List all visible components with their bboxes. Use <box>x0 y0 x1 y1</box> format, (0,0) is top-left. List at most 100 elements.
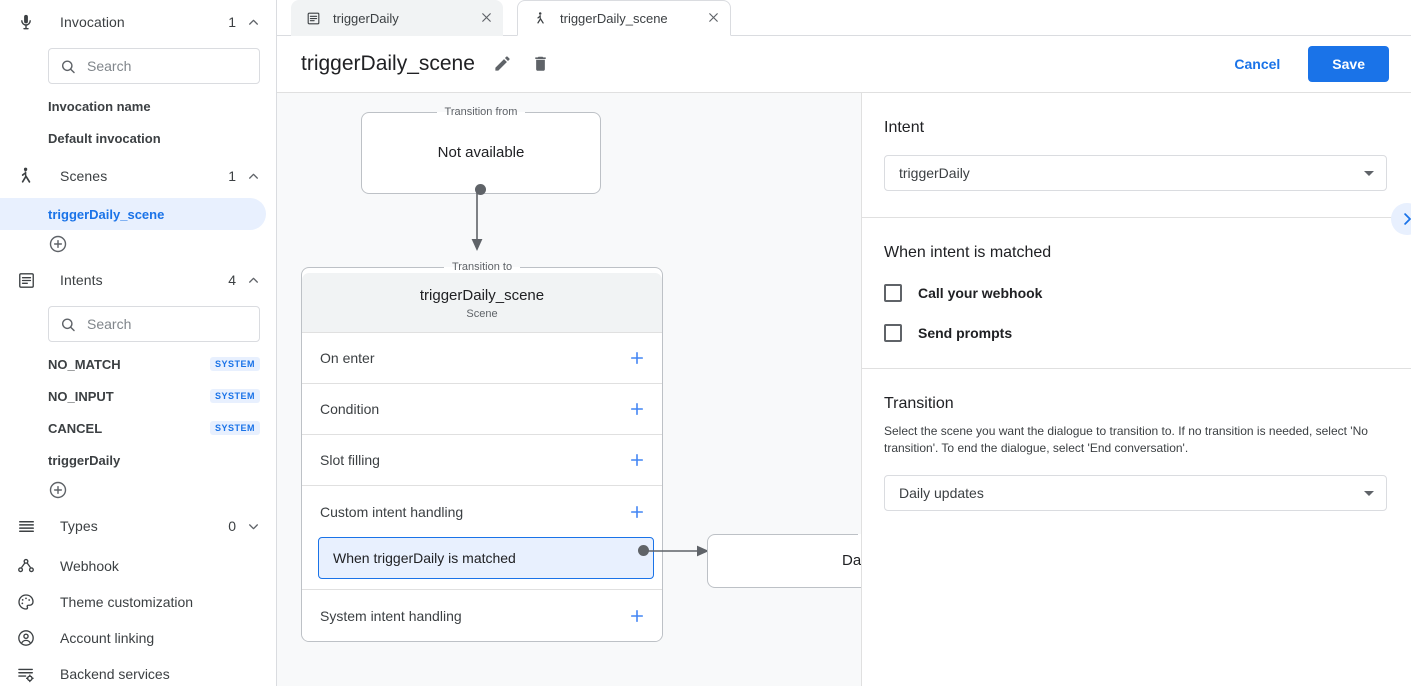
checkbox-send-prompts[interactable]: Send prompts <box>884 324 1387 342</box>
sidebar-group-invocation[interactable]: Invocation 1 <box>0 0 276 44</box>
plus-icon[interactable] <box>628 400 646 418</box>
tab-bar: triggerDaily triggerDaily_scene <box>277 0 1411 36</box>
chevron-up-icon <box>246 15 260 29</box>
sidebar-group-label: Invocation <box>60 14 125 30</box>
connector-dot-top <box>475 184 486 195</box>
sidebar-item-label: Backend services <box>60 666 170 682</box>
connector-arrow-down <box>471 189 483 251</box>
body-split: Transition from Not available Transition… <box>277 93 1411 686</box>
sidebar-group-scenes[interactable]: Scenes 1 <box>0 154 276 198</box>
scene-row-label: On enter <box>320 350 375 366</box>
plus-icon[interactable] <box>628 607 646 625</box>
transition-section: Transition Select the scene you want the… <box>862 369 1411 537</box>
scene-block-custom-intent-handling: Custom intent handling When triggerDaily… <box>302 486 662 590</box>
cancel-button[interactable]: Cancel <box>1220 48 1294 80</box>
scene-card-title: triggerDaily_scene <box>419 287 545 304</box>
save-button[interactable]: Save <box>1308 46 1389 82</box>
transition-select-value: Daily updates <box>899 485 984 501</box>
scene-row-label: Custom intent handling <box>320 503 464 520</box>
add-circle-icon[interactable] <box>48 480 68 500</box>
webhook-nodes-icon <box>14 554 38 578</box>
transition-target-card[interactable]: Tr Dail <box>707 528 862 588</box>
status-badge: SYSTEM <box>209 421 260 435</box>
add-scene-row <box>0 230 276 258</box>
transition-from-legend: Transition from <box>444 106 518 118</box>
checkbox-call-your-webhook[interactable]: Call your webhook <box>884 284 1387 302</box>
intent-tab-icon <box>305 10 321 26</box>
tab-triggerdaily-scene[interactable]: triggerDaily_scene <box>517 0 731 36</box>
scene-tab-icon <box>532 10 548 26</box>
scene-row-on-enter[interactable]: On enter <box>302 333 662 384</box>
sidebar-item-no-match[interactable]: NO_MATCH SYSTEM <box>0 348 276 380</box>
sidebar-group-label: Scenes <box>60 168 108 184</box>
sidebar-group-types[interactable]: Types 0 <box>0 504 276 548</box>
sidebar-item-label: NO_INPUT <box>48 388 114 404</box>
sidebar-item-label: triggerDaily <box>48 452 121 468</box>
transition-from-box[interactable]: Transition from Not available <box>361 106 601 194</box>
add-circle-icon[interactable] <box>48 234 68 254</box>
checkbox-box[interactable] <box>884 284 902 302</box>
microphone-icon <box>14 10 38 34</box>
add-intent-row <box>0 476 276 504</box>
sidebar-group-count: 1 <box>228 168 236 184</box>
chevron-up-icon <box>246 169 260 183</box>
sidebar-item-webhook[interactable]: Webhook <box>0 548 276 584</box>
connector-dot-right <box>638 545 649 556</box>
pencil-icon[interactable] <box>493 54 513 74</box>
sidebar-item-cancel[interactable]: CANCEL SYSTEM <box>0 412 276 444</box>
intent-select-value: triggerDaily <box>899 165 970 181</box>
scene-row-slot-filling[interactable]: Slot filling <box>302 435 662 486</box>
sidebar-item-default-invocation[interactable]: Default invocation <box>0 122 276 154</box>
sidebar-item-label: NO_MATCH <box>48 356 121 372</box>
sidebar-item-triggerdaily-scene[interactable]: triggerDaily_scene <box>0 198 266 230</box>
plus-icon[interactable] <box>628 349 646 367</box>
transition-target-value: Dail <box>842 551 862 569</box>
close-icon[interactable] <box>479 10 495 26</box>
properties-panel: Intent triggerDaily When intent is match… <box>862 93 1411 686</box>
intents-search-wrap <box>0 302 276 348</box>
sidebar-item-backend-services[interactable]: Backend services <box>0 656 276 686</box>
checkbox-box[interactable] <box>884 324 902 342</box>
intent-select[interactable]: triggerDaily <box>884 155 1387 191</box>
plus-icon[interactable] <box>628 503 646 521</box>
tab-label: triggerDaily_scene <box>560 10 668 26</box>
intents-search-input[interactable] <box>87 316 249 332</box>
chevron-down-icon <box>1364 490 1374 496</box>
sidebar-group-count: 1 <box>228 14 236 30</box>
sidebar-item-triggerdaily[interactable]: triggerDaily <box>0 444 276 476</box>
sidebar-group-intents[interactable]: Intents 4 <box>0 258 276 302</box>
types-lines-icon <box>14 514 38 538</box>
invocation-search-input[interactable] <box>87 58 249 74</box>
sidebar-item-account-linking[interactable]: Account linking <box>0 620 276 656</box>
scene-card-subtitle: Scene <box>466 308 498 320</box>
scene-row-custom-intent-handling[interactable]: Custom intent handling <box>302 486 662 537</box>
sidebar-item-label: Webhook <box>60 558 119 574</box>
intent-section-title: Intent <box>884 119 925 136</box>
chevron-right-icon[interactable] <box>1391 203 1411 235</box>
intent-handler-chip[interactable]: When triggerDaily is matched <box>318 537 654 579</box>
transition-select[interactable]: Daily updates <box>884 475 1387 511</box>
scene-card[interactable]: Transition to triggerDaily_scene Scene O… <box>301 261 663 642</box>
tab-triggerdaily[interactable]: triggerDaily <box>291 0 503 36</box>
scene-row-condition[interactable]: Condition <box>302 384 662 435</box>
scene-card-header: triggerDaily_scene Scene <box>302 273 662 333</box>
sidebar-item-no-input[interactable]: NO_INPUT SYSTEM <box>0 380 276 412</box>
intents-search-box[interactable] <box>48 306 260 342</box>
transition-section-description: Select the scene you want the dialogue t… <box>884 424 1368 455</box>
plus-icon[interactable] <box>628 451 646 469</box>
sidebar-item-theme-customization[interactable]: Theme customization <box>0 584 276 620</box>
checkbox-label: Call your webhook <box>918 285 1043 301</box>
chevron-down-icon <box>1364 170 1374 176</box>
invocation-search-box[interactable] <box>48 48 260 84</box>
sidebar-item-invocation-name[interactable]: Invocation name <box>0 90 276 122</box>
sidebar-item-label: Theme customization <box>60 594 194 610</box>
palette-icon <box>14 590 38 614</box>
sidebar-item-label: triggerDaily_scene <box>48 206 165 222</box>
when-intent-matched-title: When intent is matched <box>884 244 1052 261</box>
scene-row-system-intent-handling[interactable]: System intent handling <box>302 590 662 641</box>
scene-flow-canvas[interactable]: Transition from Not available Transition… <box>277 93 862 686</box>
trash-icon[interactable] <box>531 54 551 74</box>
sidebar-group-label: Types <box>60 518 98 534</box>
close-icon[interactable] <box>706 10 722 26</box>
